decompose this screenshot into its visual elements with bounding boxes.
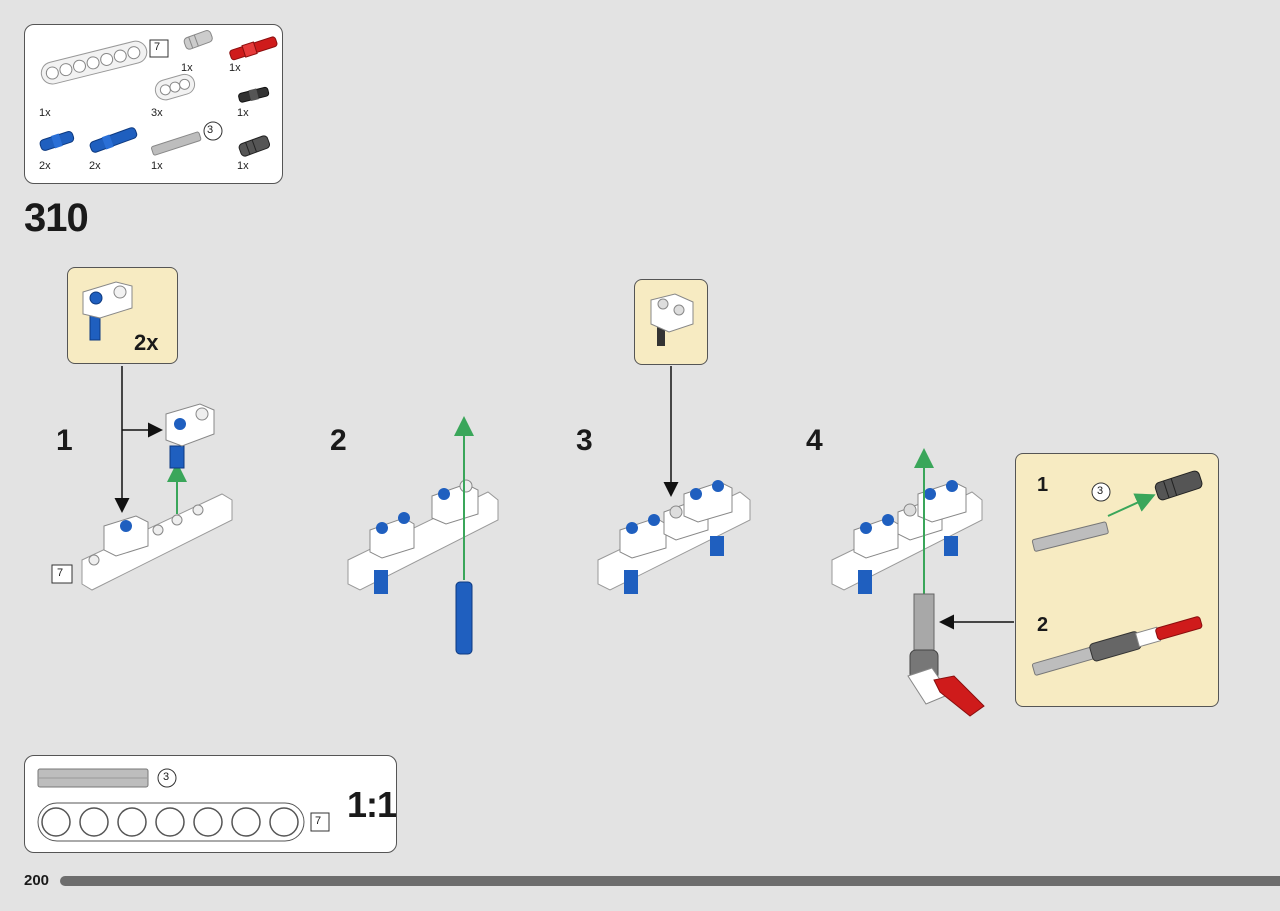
connector-black-part: [238, 135, 271, 157]
scale-reference-illustrations: [37, 768, 330, 842]
pin-black-part: [238, 86, 270, 103]
substep-2-label: 2: [330, 424, 347, 457]
substep-3-callout: [634, 279, 708, 365]
substep-2-illustration: [347, 416, 499, 655]
parts-list-illustrations: [39, 30, 278, 157]
substep-4-illustration: [831, 448, 1014, 717]
beam-3-part: [154, 73, 196, 101]
step-number: 310: [24, 196, 89, 240]
pin-connector-grey-part: [183, 30, 213, 50]
substep-1-label: 1: [56, 424, 73, 457]
substep-1-length-marker: 7: [57, 567, 64, 579]
sub-callout-step-2-label: 2: [1037, 614, 1049, 636]
qty-pin-blue-long: 2x: [89, 160, 101, 172]
sub-callout-length-marker: 3: [1097, 485, 1104, 497]
qty-pin-connector-grey: 1x: [181, 62, 193, 74]
page-progress-bar: [60, 876, 1280, 886]
pin-blue-long-part: [89, 127, 138, 153]
qty-beam-7: 1x: [39, 107, 51, 119]
substep-1-callout: 2x: [67, 267, 178, 364]
substep-4-label: 4: [806, 424, 823, 457]
scale-label: 1:1: [347, 784, 397, 825]
axle-red-part: [229, 36, 278, 61]
qty-axle-red: 1x: [229, 62, 241, 74]
callout-qty: 2x: [134, 330, 159, 355]
qty-beam-3: 3x: [151, 107, 163, 119]
sub-callout-step-1-label: 1: [1037, 474, 1049, 496]
beam-3-callout-illustration: [650, 293, 694, 346]
qty-axle-3: 1x: [151, 160, 163, 172]
axle-3-part: [151, 131, 202, 156]
qty-pin-black: 1x: [237, 107, 249, 119]
substep-3-illustration: [597, 366, 751, 594]
length-marker-3: 3: [207, 124, 214, 136]
substep-1-illustration: [51, 366, 233, 591]
pin-blue-short-part: [39, 131, 75, 151]
beam-7-part: [40, 40, 148, 85]
scale-beam-marker: 7: [315, 815, 322, 827]
sub-callout-illustrations: [1031, 470, 1203, 676]
length-marker-7: 7: [154, 41, 161, 53]
beam-with-pin-illustration: [82, 281, 133, 341]
page-number: 200: [24, 872, 50, 889]
qty-pin-blue-short: 2x: [39, 160, 51, 172]
substep-3-label: 3: [576, 424, 593, 457]
qty-connector-black: 1x: [237, 160, 249, 172]
scale-axle-marker: 3: [163, 771, 170, 783]
substep-4-sub-callout: 1 3 2: [1015, 453, 1219, 707]
parts-list-box: 7 1x 1x 1x 3x 1x 2x 2x 3 1x 1x: [24, 24, 283, 184]
scale-reference-box: 3 7 1:1: [24, 755, 397, 853]
